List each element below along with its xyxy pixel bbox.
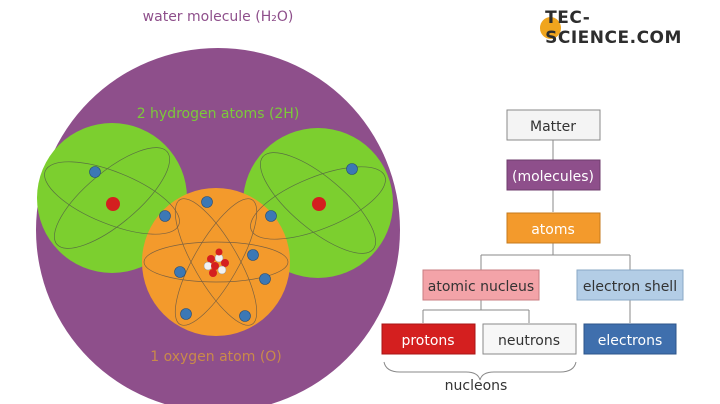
- box-molecules: (molecules): [506, 159, 601, 191]
- site-logo[interactable]: TEC-SCIENCE.COM: [540, 8, 720, 48]
- box-atomic-nucleus: atomic nucleus: [422, 269, 540, 301]
- box-atomic-nucleus-label: atomic nucleus: [428, 279, 534, 295]
- box-electrons-label: electrons: [598, 333, 662, 349]
- box-molecules-label: (molecules): [512, 169, 594, 185]
- box-electrons: electrons: [583, 323, 677, 355]
- oxygen-label: 1 oxygen atom (O): [150, 349, 282, 365]
- hydrogen-proton-left: [106, 197, 120, 211]
- electrons: [89, 163, 358, 322]
- water-molecule-label: water molecule (H₂O): [143, 9, 294, 25]
- logo-text: TEC-SCIENCE.COM: [545, 8, 682, 48]
- box-matter: Matter: [506, 109, 601, 141]
- oxygen-nucleus: [203, 248, 229, 277]
- box-protons-label: protons: [401, 333, 454, 349]
- box-atoms: atoms: [506, 212, 601, 244]
- nucleons-label: nucleons: [445, 378, 508, 394]
- box-matter-label: Matter: [530, 119, 576, 135]
- box-electron-shell: electron shell: [576, 269, 684, 301]
- logo-mark-icon: [540, 17, 562, 39]
- oxygen-atom: [142, 188, 290, 336]
- box-protons: protons: [381, 323, 476, 355]
- box-electron-shell-label: electron shell: [583, 279, 677, 295]
- hydrogen-proton-right: [312, 197, 326, 211]
- electron-orbits: [44, 147, 386, 326]
- box-neutrons: neutrons: [482, 323, 577, 355]
- box-atoms-label: atoms: [531, 222, 575, 238]
- hydrogen-label: 2 hydrogen atoms (2H): [137, 106, 300, 122]
- box-neutrons-label: neutrons: [498, 333, 560, 349]
- hierarchy-connectors: [383, 140, 631, 381]
